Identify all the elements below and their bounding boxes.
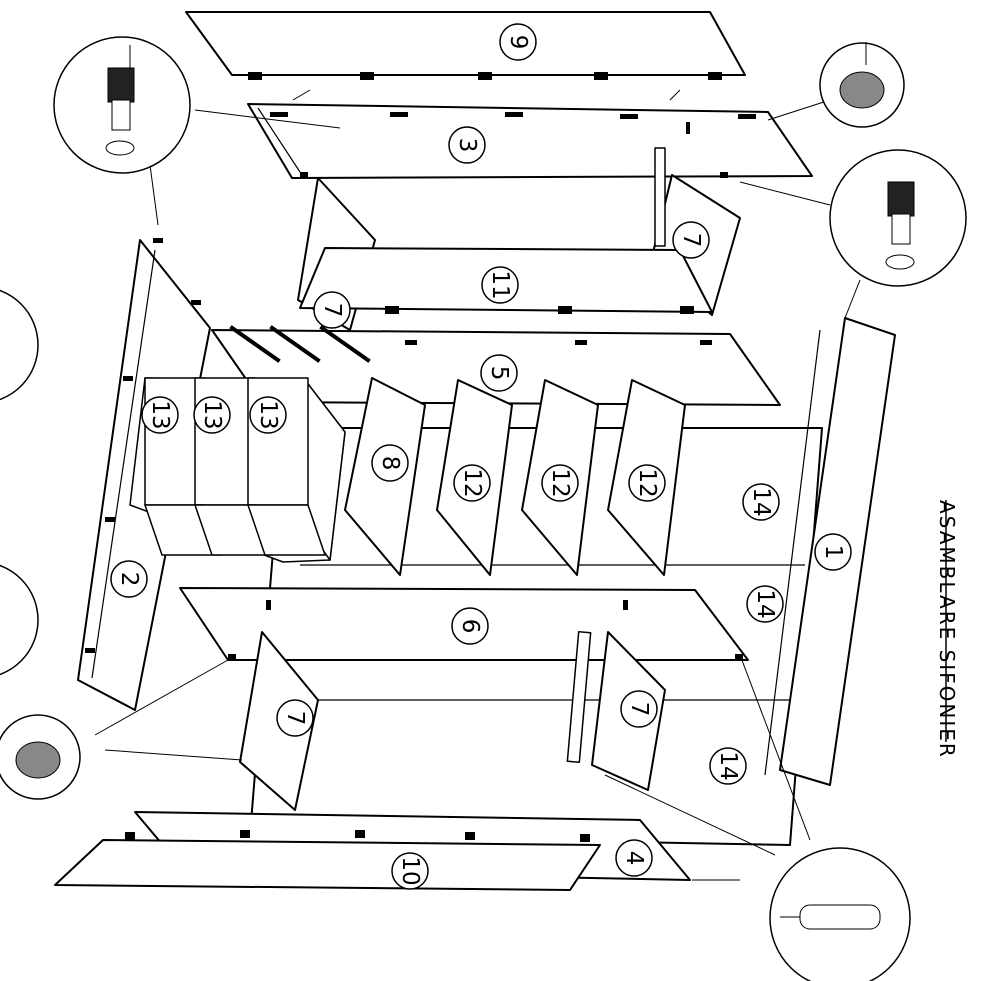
part-label-p3: 3	[448, 126, 486, 164]
part-number: 10	[397, 856, 423, 885]
part-label-p13c: 13	[249, 396, 287, 434]
part-balloon	[448, 126, 486, 164]
part-label-p7d: 7	[620, 690, 658, 728]
part-balloon	[628, 464, 666, 502]
cam-lock-detail-top-right	[819, 42, 905, 128]
part-balloon	[451, 607, 489, 645]
part-label-p12b: 12	[541, 464, 579, 502]
part-balloon	[481, 266, 519, 304]
drawer-stack	[129, 377, 346, 563]
bottom-panels	[54, 811, 691, 891]
part-number: 7	[282, 711, 308, 726]
part-label-p1: 1	[814, 533, 852, 571]
part-label-p7b: 7	[672, 221, 710, 259]
part-balloon	[709, 747, 747, 785]
part-number: 7	[626, 702, 652, 717]
part-number: 7	[319, 303, 345, 318]
part-balloon	[480, 354, 518, 392]
cam-bolt-detail-top-left	[53, 36, 191, 174]
part-balloon	[193, 396, 231, 434]
part-label-p14a: 14	[742, 483, 780, 521]
part-number: 14	[748, 487, 774, 516]
part-label-p2: 2	[110, 560, 148, 598]
part-number: 5	[486, 366, 512, 381]
part-number: 3	[454, 138, 480, 153]
part-number: 12	[547, 468, 573, 497]
part-balloon	[391, 852, 429, 890]
part-balloon	[499, 23, 537, 61]
part-label-p13b: 13	[193, 396, 231, 434]
part-label-p8: 8	[371, 444, 409, 482]
part-balloon	[110, 560, 148, 598]
part-label-p10: 10	[391, 852, 429, 890]
part-balloon	[672, 221, 710, 259]
part-number: 8	[377, 456, 403, 471]
top-panel-9	[185, 11, 746, 80]
part-balloon	[453, 464, 491, 502]
part-label-p14c: 14	[709, 747, 747, 785]
part-label-p12a: 12	[453, 464, 491, 502]
part-number: 2	[116, 572, 142, 587]
part-label-p7a: 7	[313, 291, 351, 329]
cam-lock-detail-left	[0, 714, 81, 800]
part-label-p11: 11	[481, 266, 519, 304]
part-number: 14	[715, 751, 741, 780]
part-label-p4: 4	[615, 839, 653, 877]
part-label-p14b: 14	[746, 585, 784, 623]
part-number: 14	[752, 589, 778, 618]
part-label-p7c: 7	[276, 699, 314, 737]
diagram-title: ASAMBLARE SIFONIER	[935, 500, 959, 759]
part-number: 13	[147, 400, 173, 429]
part-number: 13	[199, 400, 225, 429]
part-balloon	[276, 699, 314, 737]
part-balloon	[141, 396, 179, 434]
dowel-detail-bottom-right	[769, 847, 911, 981]
leader-lines	[94, 89, 861, 881]
part-label-p13a: 13	[141, 396, 179, 434]
part-number: 9	[505, 35, 531, 50]
part-balloon	[620, 690, 658, 728]
part-label-p6: 6	[451, 607, 489, 645]
part-number: 1	[820, 545, 846, 560]
part-balloon	[742, 483, 780, 521]
part-balloon	[814, 533, 852, 571]
part-number: 4	[621, 851, 647, 866]
part-number: 11	[487, 270, 513, 299]
part-label-p9: 9	[499, 23, 537, 61]
part-balloon	[615, 839, 653, 877]
part-number: 6	[457, 619, 483, 634]
part-label-p5: 5	[480, 354, 518, 392]
part-balloon	[746, 585, 784, 623]
top-panel-3	[247, 103, 813, 179]
part-balloon	[371, 444, 409, 482]
part-balloon	[249, 396, 287, 434]
part-number: 12	[459, 468, 485, 497]
part-label-p12c: 12	[628, 464, 666, 502]
part-balloon	[313, 291, 351, 329]
part-number: 12	[634, 468, 660, 497]
part-balloon	[541, 464, 579, 502]
part-number: 7	[678, 233, 704, 248]
cam-bolt-detail-right	[829, 149, 967, 287]
partial-circles-left-edge	[0, 289, 39, 676]
part-number: 13	[255, 400, 281, 429]
